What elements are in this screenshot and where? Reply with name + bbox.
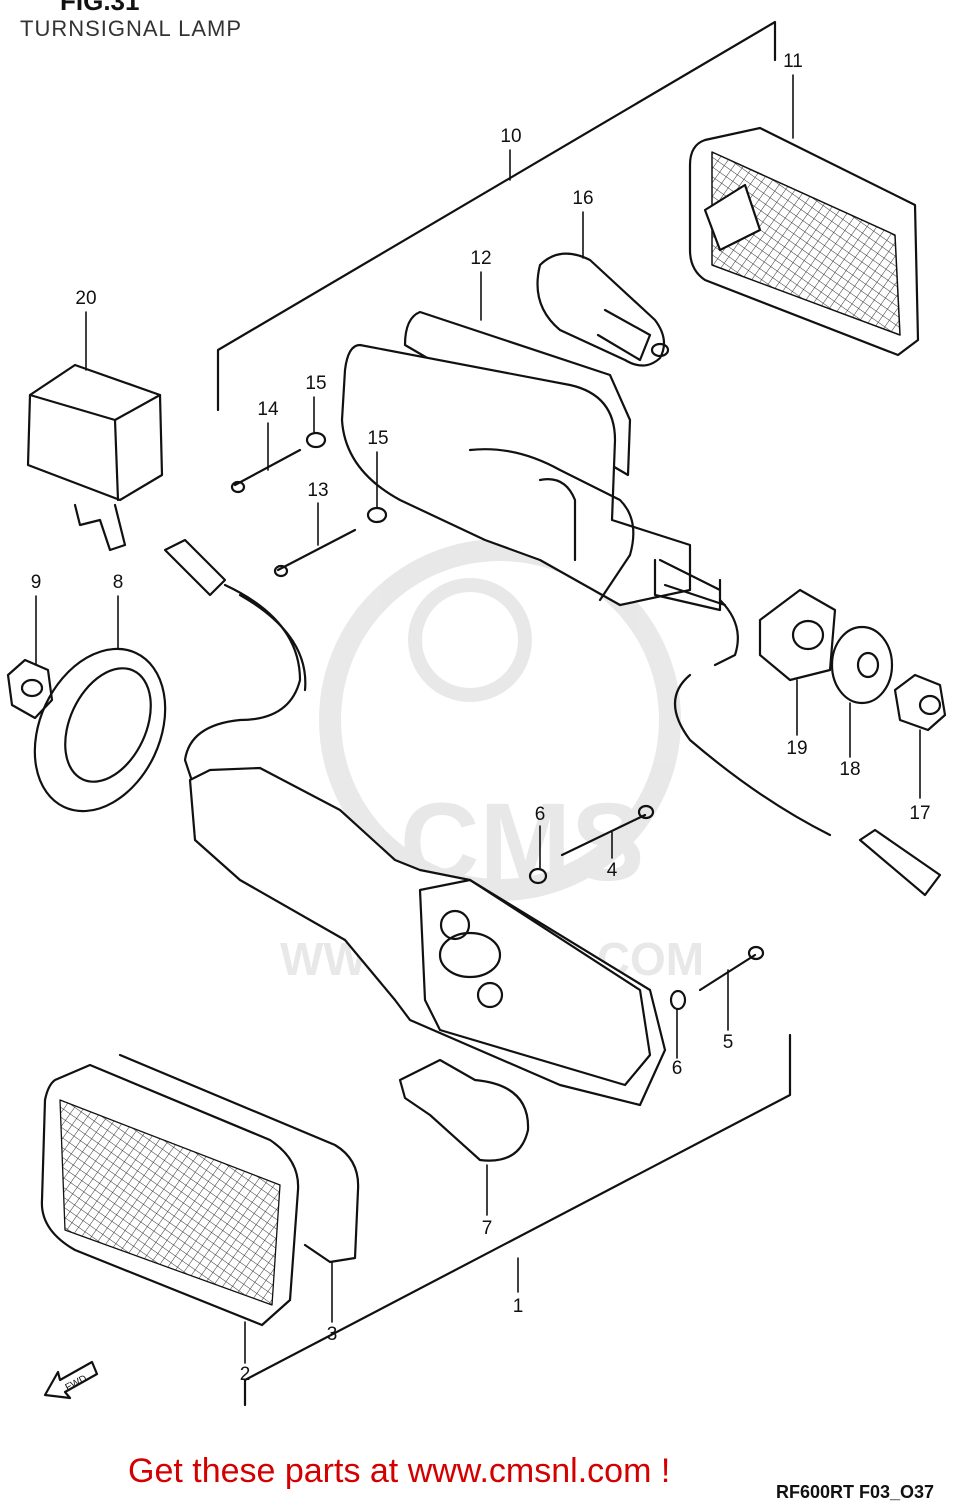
callout-3: 3 (327, 1324, 338, 1345)
part-5-screw (698, 945, 765, 992)
figure-number: FIG.31 (60, 0, 140, 16)
part-1-housing-lower (188, 766, 667, 1107)
callout-17: 17 (909, 803, 930, 824)
part-15-washer-a (305, 431, 327, 449)
callout-7: 7 (482, 1218, 493, 1239)
part-9-nut (6, 658, 54, 720)
callout-leaders (35, 74, 921, 1364)
wire-harness-left (163, 538, 307, 792)
part-11-lens-rear (688, 126, 920, 357)
fwd-arrow-icon (43, 1360, 99, 1400)
callout-14: 14 (257, 399, 279, 420)
diagram-code: RF600RT F03_O37 (776, 1482, 935, 1502)
callout-15a: 15 (305, 373, 326, 394)
callout-1: 1 (513, 1296, 524, 1317)
callout-19: 19 (786, 738, 807, 759)
callout-13: 13 (307, 480, 328, 501)
callout-12: 12 (470, 248, 491, 269)
group-10-frame-line (216, 20, 777, 412)
part-7-bulb (398, 1058, 530, 1162)
part-16-bulb (536, 252, 670, 367)
part-4-screw (560, 804, 655, 857)
figure-title: TURNSIGNAL LAMP (20, 16, 243, 41)
part-15-washer-b (366, 506, 388, 524)
callout-6a: 6 (535, 804, 546, 825)
group-1-frame-line (243, 1033, 792, 1407)
part-6-washer-a (528, 867, 548, 885)
part-8-grommet (33, 647, 167, 813)
callout-20: 20 (75, 288, 96, 309)
callout-15b: 15 (367, 428, 388, 449)
part-20-relay (26, 363, 164, 552)
part-2-lens-front (40, 1063, 300, 1327)
part-12-gasket (403, 310, 632, 477)
callout-9: 9 (31, 572, 42, 593)
callout-11: 11 (783, 51, 803, 72)
part-6-washer-b (669, 989, 687, 1011)
callout-4: 4 (607, 860, 618, 881)
callout-18: 18 (839, 759, 860, 780)
part-13-screw (273, 528, 357, 578)
callout-10: 10 (500, 126, 521, 147)
part-3-gasket (118, 1053, 360, 1264)
callout-8: 8 (113, 572, 124, 593)
part-10-housing-upper (340, 343, 727, 612)
part-18-washer (830, 625, 894, 705)
part-14-screw (230, 448, 302, 494)
callout-5: 5 (723, 1032, 734, 1053)
callout-6b: 6 (672, 1058, 683, 1079)
callout-2: 2 (240, 1364, 251, 1385)
watermark-logo: CMS WWW.CMSNL.COM (280, 539, 704, 985)
part-17-nut (893, 673, 947, 732)
callout-16: 16 (572, 188, 593, 209)
wire-harness-right (673, 598, 942, 897)
promo-banner-link[interactable]: Get these parts at www.cmsnl.com ! (128, 1452, 671, 1490)
part-19-rubber (758, 588, 837, 682)
